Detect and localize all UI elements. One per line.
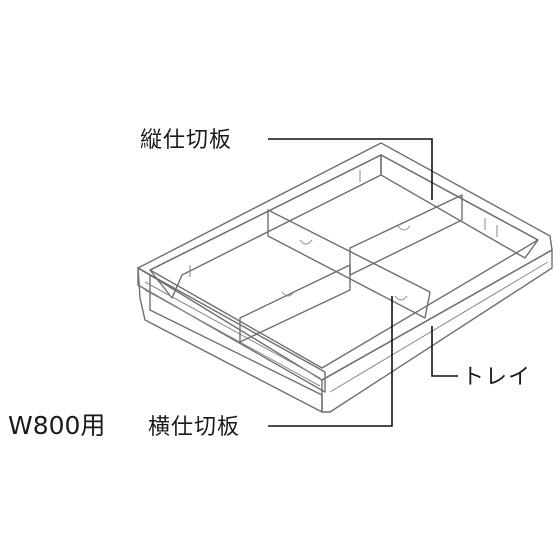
tray-rim	[137, 142, 553, 381]
label-tray: トレイ	[462, 365, 531, 390]
tray-front-handle-detail	[144, 281, 321, 387]
horizontal-divider-notch	[299, 239, 408, 301]
tray-right-face-detail	[329, 261, 549, 393]
tray-back-wall-right	[380, 154, 539, 259]
tray-front-handle	[137, 267, 326, 393]
tray-back-wall-left	[149, 154, 382, 299]
tray	[137, 142, 553, 413]
label-horizontal-divider: 横仕切板	[148, 415, 240, 440]
label-vertical-divider: 縦仕切板	[140, 128, 232, 153]
leader-tray	[431, 326, 458, 377]
horizontal-divider	[267, 209, 431, 319]
leader-horizontal-divider	[268, 296, 393, 427]
vertical-divider-back	[349, 194, 463, 276]
leader-vertical-divider	[268, 138, 433, 200]
leader-lines	[268, 138, 458, 427]
vertical-divider-notch	[281, 225, 411, 297]
label-model: W800用	[8, 411, 105, 440]
tray-slot	[189, 170, 498, 277]
tray-right-face	[321, 249, 553, 413]
vertical-divider-front	[239, 264, 351, 343]
